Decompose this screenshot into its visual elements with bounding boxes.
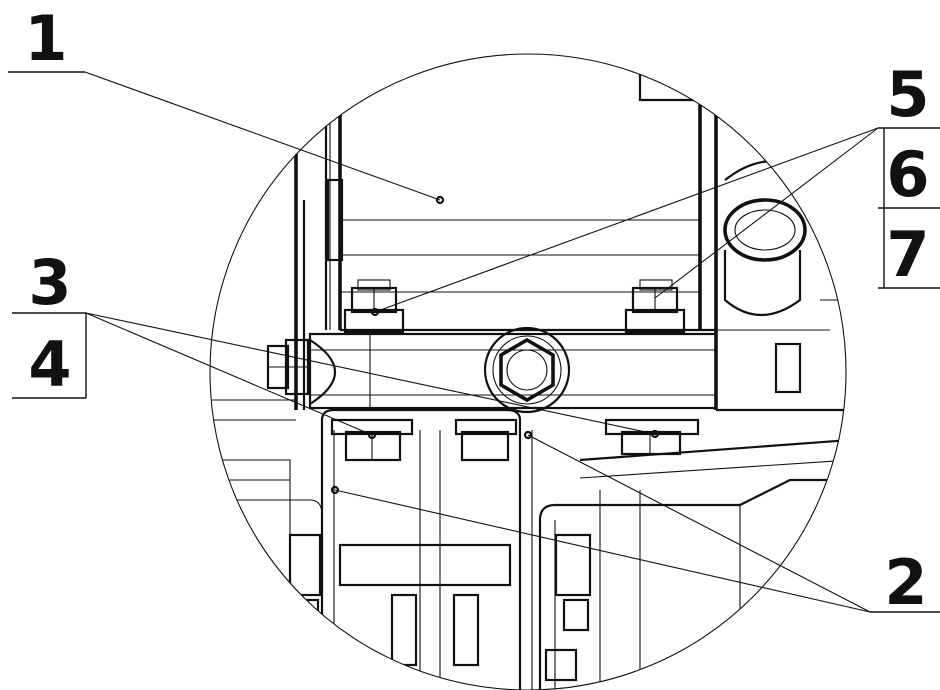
- marker-point-3: [367, 430, 377, 440]
- leader-3b: [85, 312, 656, 435]
- top-nut-right: [624, 279, 686, 334]
- lower-left-frame: [212, 459, 323, 690]
- leader-2a: [527, 434, 871, 613]
- lower-nut-mid: [454, 418, 518, 462]
- marker-point-4: [650, 429, 660, 439]
- leader-6: [654, 127, 879, 299]
- leader-1: [84, 71, 441, 201]
- top-nut-left: [343, 279, 405, 334]
- lower-right-frame: [538, 438, 846, 690]
- lower-nut-left: [330, 418, 414, 462]
- right-fitting: [716, 160, 846, 412]
- lower-nut-right: [604, 418, 700, 456]
- marker-point-1: [435, 195, 445, 205]
- assembly-geometry: [210, 54, 846, 690]
- marker-point-2b: [330, 485, 340, 495]
- detail-view-circle: [209, 53, 847, 690]
- left-side-bolt: [266, 338, 310, 396]
- leader-2b: [334, 489, 871, 613]
- central-hex-bolt: [483, 326, 571, 414]
- leader-3a: [85, 312, 373, 436]
- marker-point-2a: [523, 430, 533, 440]
- cross-bar: [308, 332, 718, 410]
- marker-point-5: [370, 307, 380, 317]
- leader-5: [374, 127, 879, 313]
- vertical-straps: [320, 408, 533, 690]
- upper-bracket: [324, 54, 718, 410]
